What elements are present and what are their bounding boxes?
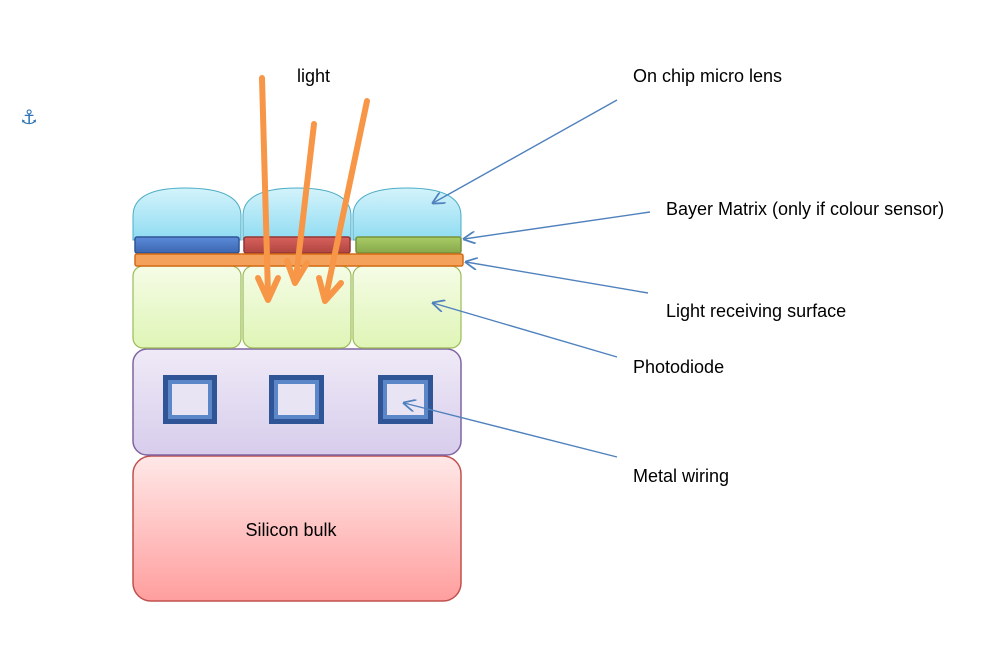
bayer-filter-green: [355, 236, 462, 254]
photodiode-1: [132, 265, 242, 349]
metal-wire-1: [163, 375, 217, 424]
micro-lens-label: On chip micro lens: [633, 66, 782, 86]
photodiode-label: Photodiode: [633, 357, 724, 377]
metal-wiring-label: Metal wiring: [633, 466, 729, 486]
metal-wiring-pointer: [404, 403, 618, 458]
bayer-filter-blue: [134, 236, 240, 254]
micro-lens-1: [132, 187, 242, 241]
light-surface-label: Light receiving surface: [666, 301, 846, 321]
micro-lens-2: [242, 187, 352, 241]
metal-wire-3: [378, 375, 433, 424]
bayer-pointer: [464, 211, 651, 239]
light-ray-3: [316, 98, 370, 304]
photodiode-pointer: [433, 303, 618, 358]
light-ray-2: [284, 121, 317, 286]
micro-lens-pointer: [433, 99, 618, 203]
light-ray-1: [255, 75, 281, 303]
silicon-bulk-layer: [132, 455, 462, 602]
anchor-icon: ⚓: [20, 105, 38, 129]
light-surface-pointer: [466, 262, 649, 294]
metal-wire-2: [269, 375, 324, 424]
silicon-bulk-label: Silicon bulk: [245, 520, 337, 540]
light-label: light: [297, 66, 330, 86]
bayer-matrix-label: Bayer Matrix (only if colour sensor): [666, 199, 944, 219]
